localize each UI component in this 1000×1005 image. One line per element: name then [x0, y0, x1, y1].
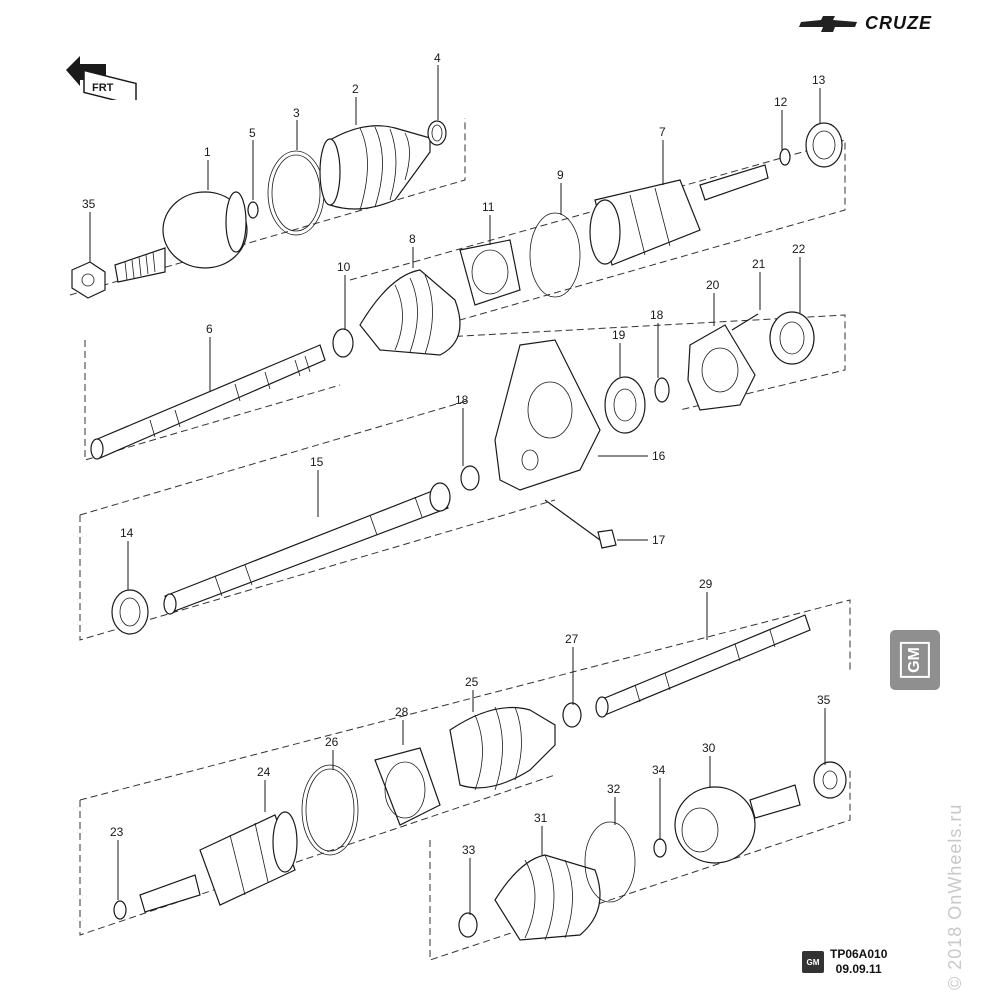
callout-34: 34	[652, 763, 666, 777]
callout-15: 15	[310, 455, 324, 469]
tripod-housing-11	[459, 239, 521, 306]
callout-7: 7	[659, 125, 666, 139]
boot-clamp-26	[301, 764, 359, 856]
callout-29: 29	[699, 577, 713, 591]
callout-11: 11	[482, 200, 495, 214]
gm-tab-label: GM	[900, 642, 930, 678]
front-arrow-icon: FRT	[66, 50, 146, 107]
boot-clamp-32	[584, 821, 636, 903]
callout-labels: 1 2 3 4 5 6 7 8 9 10 11 12 13 14 15 16 1…	[82, 51, 831, 857]
snap-ring	[247, 201, 259, 219]
callout-1: 1	[204, 145, 211, 159]
boot-clamp-33	[458, 912, 478, 938]
outer-cv-joint-body	[162, 191, 248, 269]
bolt-17	[544, 499, 601, 541]
intermediate-bearing-assembly	[494, 311, 815, 549]
frt-label: FRT	[92, 82, 114, 94]
gm-badge-icon: GM	[802, 951, 824, 973]
callout-14: 14	[120, 526, 134, 540]
callout-26: 26	[325, 735, 339, 749]
bolt-21	[731, 313, 759, 331]
snap-ring-12	[779, 148, 791, 166]
callout-28: 28	[395, 705, 409, 719]
callout-5: 5	[249, 126, 256, 140]
callout-3: 3	[293, 106, 300, 120]
callout-32: 32	[607, 782, 621, 796]
callout-9: 9	[557, 168, 564, 182]
tripod-housing-28	[374, 747, 441, 826]
inner-cv-boot-8	[359, 269, 461, 356]
leader-lines	[89, 65, 826, 915]
chevrolet-bowtie-icon	[799, 15, 857, 32]
callout-33: 33	[462, 843, 476, 857]
seal-13	[805, 122, 843, 168]
callout-21: 21	[752, 257, 766, 271]
callout-12: 12	[774, 95, 788, 109]
callout-30: 30	[702, 741, 716, 755]
callout-20: 20	[706, 278, 720, 292]
inner-cv-housing-assembly	[589, 122, 843, 266]
snap-ring-18b	[460, 465, 480, 491]
callout-16: 16	[652, 449, 666, 463]
callout-18a: 18	[455, 393, 469, 407]
document-date: 09.09.11	[835, 962, 882, 976]
boot-clamp-9	[529, 212, 581, 298]
bearing-bracket-16	[494, 339, 601, 491]
callout-6: 6	[206, 322, 213, 336]
boot-clamp-27	[562, 702, 582, 728]
snap-ring-34	[653, 838, 667, 858]
lower-shaft-assembly	[113, 614, 811, 920]
hub-nut-icon	[71, 261, 106, 299]
callout-35a: 35	[82, 197, 96, 211]
bearing-cap-20	[687, 324, 756, 411]
gm-side-tab: GM	[890, 630, 940, 690]
callout-24: 24	[257, 765, 271, 779]
callout-17: 17	[652, 533, 666, 547]
boot-clamp-small	[427, 120, 447, 146]
intermediate-shaft-15	[164, 487, 449, 613]
callout-27: 27	[565, 632, 579, 646]
callout-22: 22	[792, 242, 806, 256]
bearing-19	[604, 376, 646, 434]
callout-19: 19	[612, 328, 626, 342]
callout-8: 8	[409, 232, 416, 246]
callout-4: 4	[434, 51, 441, 65]
seal-14	[111, 589, 149, 635]
boot-clamp-large	[267, 150, 325, 236]
stub-shaft-30	[749, 784, 801, 819]
callout-25: 25	[465, 675, 479, 689]
tripod-housing-24	[199, 814, 296, 906]
outer-cv-joint-30	[674, 786, 756, 864]
callout-10: 10	[337, 260, 351, 274]
stub-shaft-7	[699, 164, 769, 201]
outer-cv-assembly-right	[458, 761, 847, 941]
outer-cv-boot-31	[494, 854, 601, 941]
callout-35b: 35	[817, 693, 831, 707]
intermediate-shaft-assembly	[111, 465, 480, 635]
brand-header: CRUZE	[799, 13, 932, 34]
callout-2: 2	[352, 82, 359, 96]
snap-ring-18	[654, 377, 670, 403]
model-name: CRUZE	[865, 13, 932, 33]
inner-shaft-assembly	[90, 212, 581, 460]
outer-cv-boot	[329, 125, 431, 210]
washer-35	[813, 761, 847, 799]
callout-18b: 18	[650, 308, 664, 322]
callout-31: 31	[534, 811, 548, 825]
snap-ring-23	[113, 900, 127, 920]
axle-shaft-29	[599, 614, 811, 716]
document-code: TP06A010	[830, 947, 888, 961]
callout-13: 13	[812, 73, 826, 87]
stub-shaft-24	[139, 874, 201, 913]
watermark-text: © 2018 OnWheels.ru	[945, 803, 965, 990]
document-reference: GM TP06A010 09.09.11	[802, 947, 887, 977]
seal-22	[769, 311, 815, 365]
outer-cv-joint-assembly	[71, 120, 447, 299]
boot-clamp-10	[332, 328, 354, 358]
callout-23: 23	[110, 825, 124, 839]
